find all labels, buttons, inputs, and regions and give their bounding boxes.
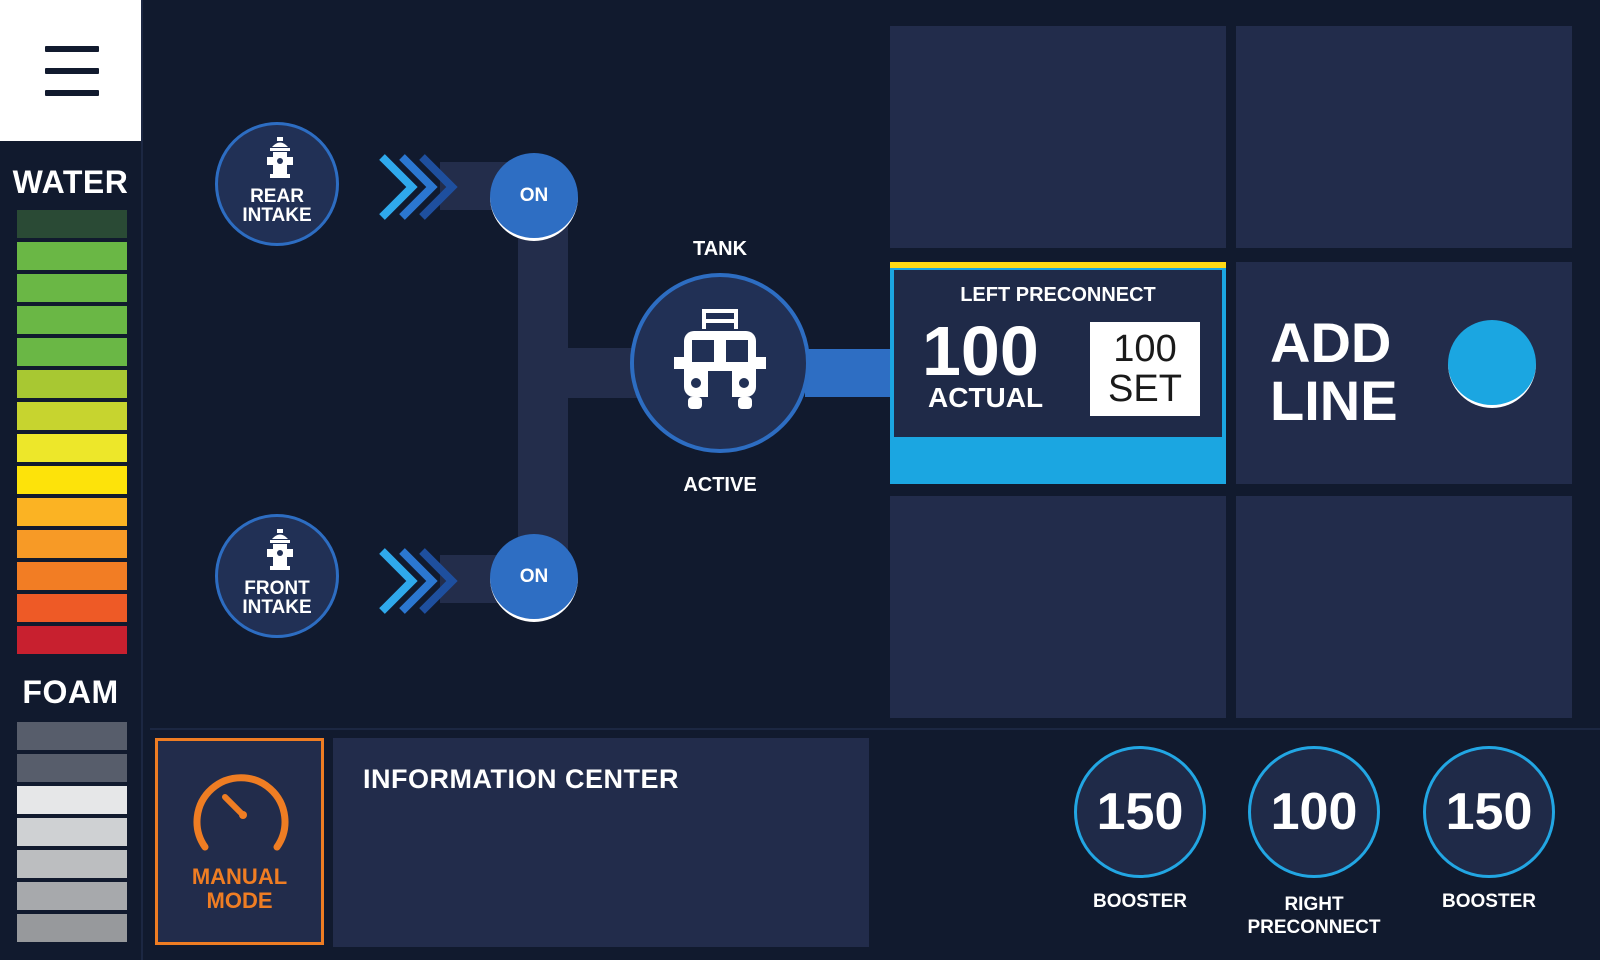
water-level-segment [17, 498, 127, 526]
set-label: SET [1108, 368, 1182, 410]
tank-inlet-pipe [560, 348, 640, 398]
water-level-segment [17, 338, 127, 366]
menu-button[interactable] [0, 0, 141, 141]
water-level-segment [17, 306, 127, 334]
right-preconnect-dial[interactable]: 100 [1248, 746, 1380, 878]
foam-level-segment [17, 850, 127, 878]
right-preconnect-label-1: RIGHT [1284, 894, 1344, 915]
rear-intake-label-1: REAR [250, 186, 304, 207]
water-level-segment [17, 210, 127, 238]
discharge-slot-empty[interactable] [1236, 26, 1572, 248]
front-intake-label-1: FRONT [244, 578, 310, 599]
fire-hydrant-icon [267, 529, 293, 570]
information-center-panel: INFORMATION CENTER [333, 738, 869, 947]
water-level-segment [17, 370, 127, 398]
discharge-slot-empty[interactable] [1236, 496, 1572, 718]
manual-mode-button[interactable]: MANUAL MODE [155, 738, 324, 945]
tank-label: TANK [692, 238, 748, 260]
water-level-segment [17, 402, 127, 430]
tank-status: ACTIVE [683, 474, 757, 496]
rear-flow-chevron-icon [379, 154, 458, 220]
foam-level-segment [17, 754, 127, 782]
water-level-segment [17, 274, 127, 302]
water-level-segment [17, 530, 127, 558]
left-preconnect-title: LEFT PRECONNECT [960, 284, 1156, 306]
manual-mode-label-1: MANUAL [191, 864, 288, 889]
sidebar: WATER FOAM [0, 0, 143, 960]
add-line-toggle[interactable] [1448, 320, 1536, 408]
fire-truck-icon [674, 309, 766, 409]
manual-mode-label-2: MODE [206, 888, 273, 913]
foam-gauge-title: FOAM [22, 674, 119, 710]
information-center-title: INFORMATION CENTER [363, 764, 679, 794]
warning-indicator-bar [890, 262, 1226, 268]
water-level-segment [17, 626, 127, 654]
right-preconnect-label-2: PRECONNECT [1247, 917, 1381, 938]
rear-intake-on-toggle[interactable]: ON [490, 153, 578, 241]
add-line-label-1: ADD [1270, 311, 1392, 374]
actual-value: 100 [922, 312, 1039, 390]
water-gauge-title: WATER [12, 164, 129, 200]
discharge-slot-empty[interactable] [890, 496, 1226, 718]
set-value: 100 [1113, 328, 1177, 370]
discharge-slot-empty[interactable] [890, 26, 1226, 248]
tank-button[interactable] [630, 273, 810, 453]
booster-left-dial[interactable]: 150 [1074, 746, 1206, 878]
set-value-field[interactable]: 100 SET [1090, 322, 1200, 416]
front-flow-chevron-icon [379, 548, 458, 614]
foam-level-segment [17, 914, 127, 942]
left-preconnect-tile[interactable]: LEFT PRECONNECT 100 ACTUAL 100 SET [890, 262, 1226, 484]
water-level-segment [17, 594, 127, 622]
tank-outlet-pipe [805, 349, 893, 397]
front-intake-label-2: INTAKE [242, 597, 312, 618]
rear-intake-label-2: INTAKE [242, 205, 312, 226]
add-line-tile[interactable]: ADD LINE [1236, 262, 1572, 484]
speedometer-icon [193, 774, 289, 851]
foam-level-segment [17, 722, 127, 750]
fire-hydrant-icon [267, 137, 293, 178]
front-intake-on-toggle[interactable]: ON [490, 534, 578, 622]
add-line-label-2: LINE [1270, 369, 1398, 432]
manifold-pipe [518, 200, 568, 590]
foam-level-segment [17, 818, 127, 846]
water-level-segment [17, 434, 127, 462]
bottom-divider [150, 728, 1600, 730]
water-level-segment [17, 562, 127, 590]
water-level-segment [17, 466, 127, 494]
actual-label: ACTUAL [928, 382, 1044, 413]
water-level-segment [17, 242, 127, 270]
foam-level-segment [17, 786, 127, 814]
booster-left-label: BOOSTER [1093, 891, 1187, 912]
foam-level-segment [17, 882, 127, 910]
booster-right-dial[interactable]: 150 [1423, 746, 1555, 878]
booster-right-label: BOOSTER [1442, 891, 1536, 912]
